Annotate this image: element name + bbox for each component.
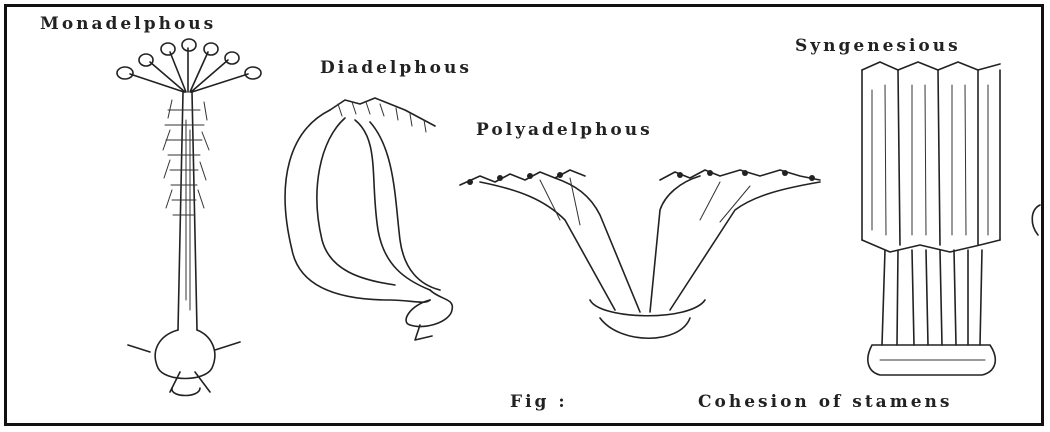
figure-caption: Cohesion of stamens [698,392,952,412]
polyadelphous-illustration [460,170,820,338]
label-diadelphous: Diadelphous [320,58,472,78]
label-syngenesious: Syngenesious [795,36,961,56]
label-monadelphous: Monadelphous [40,14,216,34]
label-polyadelphous: Polyadelphous [476,120,653,140]
monadelphous-illustration [117,39,261,396]
diadelphous-illustration [285,98,452,340]
syngenesious-illustration [862,62,1040,375]
figure-number-label: Fig : [510,392,568,412]
